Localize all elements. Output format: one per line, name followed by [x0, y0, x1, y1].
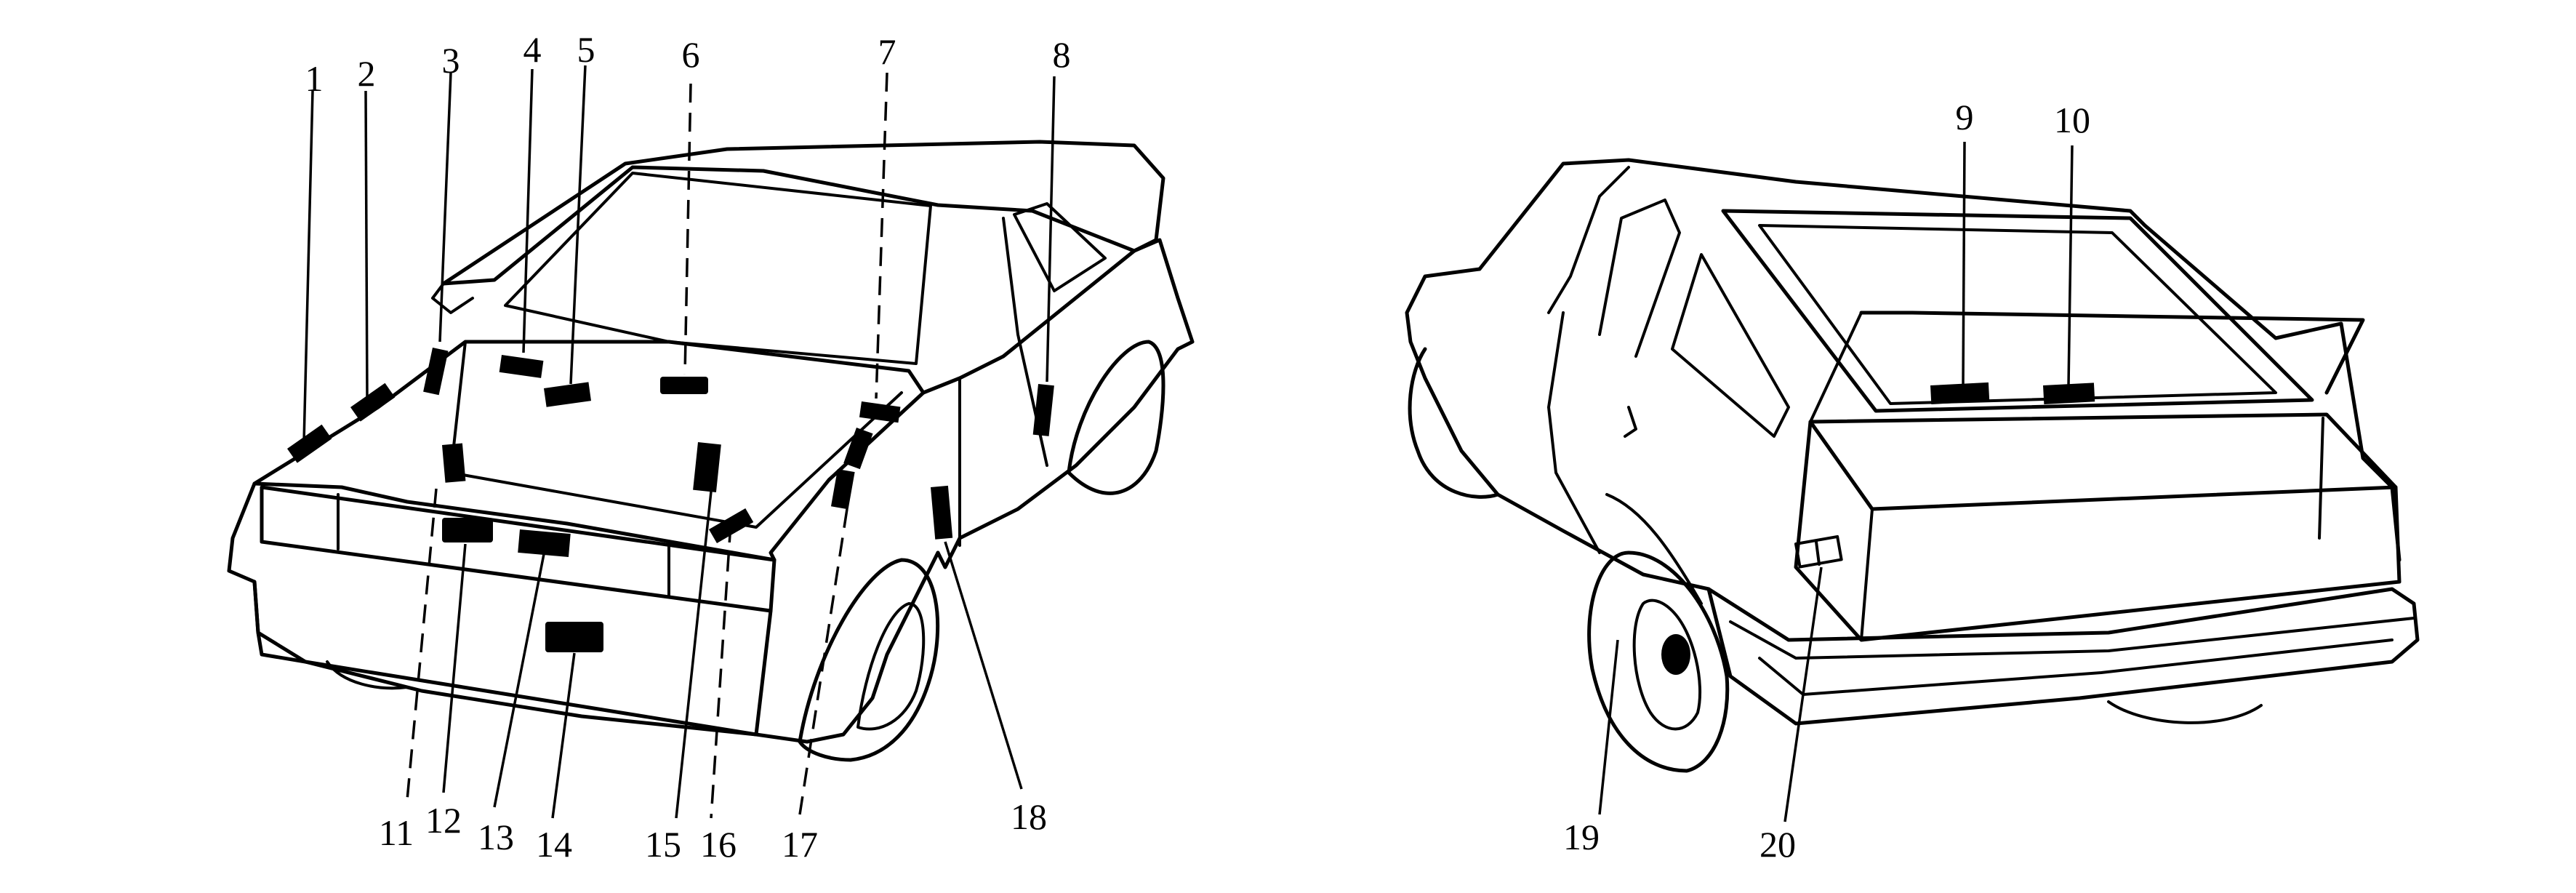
callout-19: 19: [1563, 817, 1600, 857]
callout-3: 3: [442, 40, 460, 81]
callout-14: 14: [536, 824, 572, 865]
callout-20: 20: [1760, 824, 1796, 865]
label-patch-11: [442, 443, 466, 483]
label-patch-14: [545, 622, 603, 652]
callout-10: 10: [2054, 100, 2090, 140]
label-patch-17b: [830, 469, 855, 510]
label-patch-2: [350, 383, 396, 422]
label-patch-6: [660, 377, 708, 394]
callout-4: 4: [523, 29, 542, 70]
front-view-car: [227, 140, 1195, 762]
rear-view-car: [1405, 158, 2420, 773]
callout-13: 13: [478, 817, 514, 857]
rear-car-leader-lines: [1598, 141, 2074, 822]
rear-car-bumper: [1706, 587, 2420, 726]
callout-8: 8: [1053, 34, 1071, 75]
label-patch-1: [287, 424, 332, 463]
rear-car-trunk: [1808, 412, 2398, 511]
front-car-side: [921, 238, 1195, 569]
callout-6: 6: [682, 34, 700, 75]
label-patch-5: [544, 382, 592, 407]
callout-15: 15: [645, 824, 681, 865]
label-patch-4: [499, 355, 544, 378]
rear-car-wheel: [1587, 550, 1730, 773]
label-patch-9: [1930, 382, 1990, 404]
label-patch-12: [442, 518, 493, 542]
callout-17: 17: [782, 824, 818, 865]
label-patch-20: [1794, 534, 1843, 569]
front-car-leader-lines: [302, 65, 1056, 819]
label-patch-15: [693, 442, 721, 492]
label-patch-17a: [843, 428, 873, 470]
front-car-hood: [252, 340, 926, 562]
rear-car-spoiler: [1859, 311, 2365, 395]
label-patch-8: [1032, 384, 1054, 436]
label-patch-13: [518, 529, 571, 557]
callout-12: 12: [425, 800, 462, 841]
rear-car-quarter-window: [1671, 253, 1790, 438]
callout-numbers: 1 2 3 4 5 6 7 8 9 10 11 12 13 14 15 16 1…: [305, 29, 2091, 865]
callout-18: 18: [1011, 796, 1047, 837]
front-car-bumper: [252, 580, 773, 737]
front-car-fender: [227, 481, 940, 744]
front-car-front-wheel: [798, 558, 940, 762]
label-patch-3: [423, 348, 449, 396]
callout-11: 11: [379, 812, 414, 853]
rear-car-label-patches: [1794, 382, 2095, 569]
callout-16: 16: [700, 824, 737, 865]
callout-2: 2: [358, 53, 376, 94]
rear-car-hatch-glass: [1721, 209, 2314, 413]
callout-1: 1: [305, 58, 324, 99]
label-patch-10: [2043, 383, 2095, 404]
rear-car-roof: [1477, 158, 2402, 562]
front-car-windshield: [504, 172, 932, 365]
label-patch-18: [931, 485, 953, 540]
front-car-hood-panel: [449, 340, 903, 529]
callout-5: 5: [577, 29, 595, 70]
callout-9: 9: [1956, 97, 1974, 137]
rear-car-side: [1405, 267, 1711, 591]
callout-7: 7: [878, 31, 896, 72]
label-patch-7: [859, 401, 901, 423]
front-car-side-window: [1013, 202, 1107, 292]
front-car-rear-wheel: [1067, 340, 1165, 495]
